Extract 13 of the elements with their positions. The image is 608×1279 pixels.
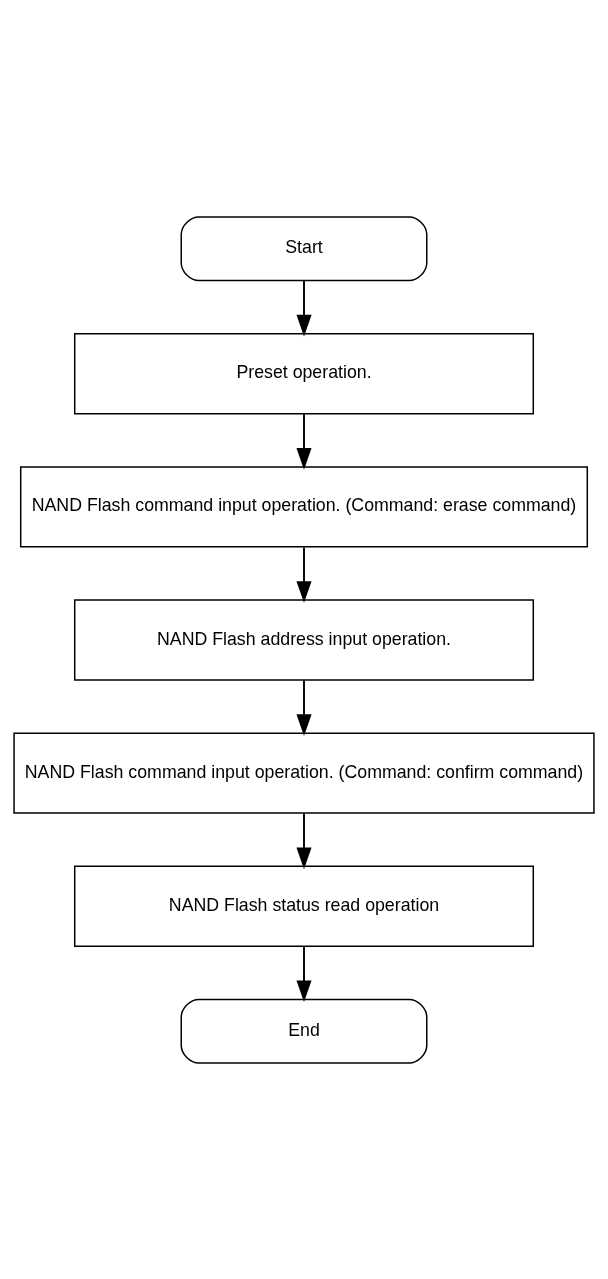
- node-box: Start: [180, 215, 428, 281]
- arrow: [296, 812, 312, 869]
- arrow: [296, 545, 312, 603]
- node-box: NAND Flash address input operation.: [73, 598, 535, 681]
- node-box: NAND Flash status read operation: [73, 865, 535, 947]
- arrow: [296, 279, 312, 336]
- node-box: Preset operation.: [73, 332, 535, 414]
- node-box: End: [180, 998, 428, 1064]
- node-box: NAND Flash command input operation. (Command: erase command): [19, 465, 589, 548]
- arrow: [296, 944, 312, 1002]
- node-box: NAND Flash command input operation. (Command: confirm command): [13, 731, 595, 814]
- arrow: [296, 679, 312, 736]
- arrow: [296, 412, 312, 470]
